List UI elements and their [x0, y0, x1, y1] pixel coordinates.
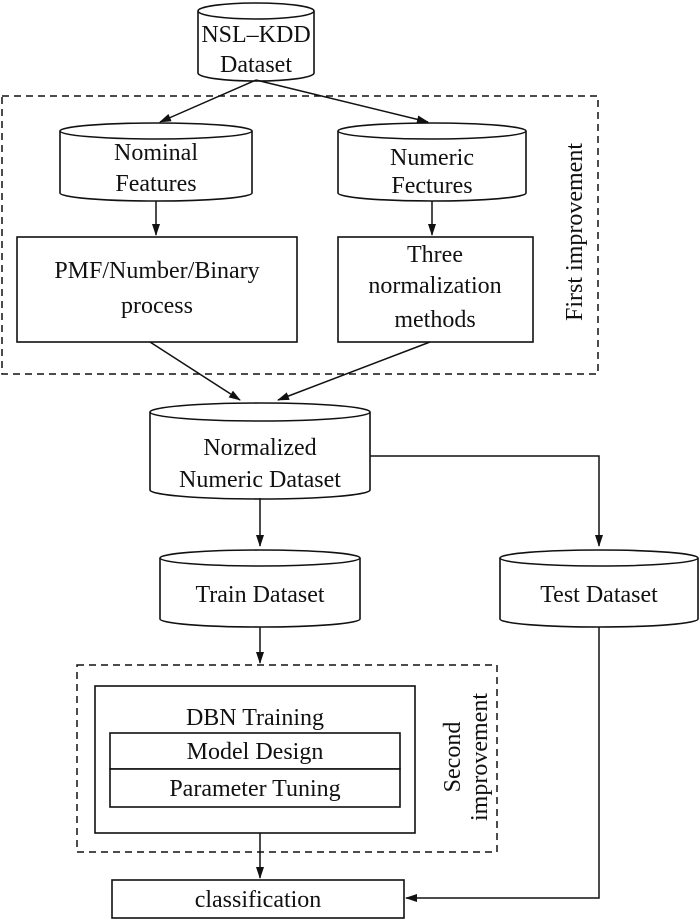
pmf-label-line1: PMF/Number/Binary [54, 258, 259, 284]
numeric-label-line1: Numeric [390, 145, 474, 171]
numeric-label-line2: Fectures [391, 173, 472, 199]
nominal-features-node: Nominal Features [59, 122, 253, 202]
edge-normalized-to-test [370, 455, 603, 547]
train-label: Train Dataset [195, 582, 324, 608]
normalized-dataset-node: Normalized Numeric Dataset [149, 402, 371, 500]
test-dataset-node: Test Dataset [499, 549, 699, 628]
normalization-methods-node: Three normalization methods [337, 236, 534, 343]
nsl-kdd-label-line2: Dataset [220, 52, 292, 78]
dbn-training-node: DBN Training Model Design Parameter Tuni… [94, 685, 416, 834]
second-improvement-label-line2: improvement [467, 693, 493, 821]
edge-pmf-to-normalized [149, 341, 241, 401]
edge-normalization-to-normalized [277, 341, 431, 401]
model-design-box [109, 732, 401, 770]
pmf-process-node: PMF/Number/Binary process [16, 236, 298, 343]
second-improvement-group [76, 664, 498, 853]
nsl-kdd-dataset-node: NSL–KDD Dataset [197, 2, 315, 82]
first-improvement-group [1, 95, 599, 375]
normalization-label-line2: normalization [368, 273, 501, 299]
numeric-features-node: Numeric Fectures [337, 122, 527, 202]
pmf-label-line2: process [121, 293, 193, 319]
dbn-training-label: DBN Training [186, 705, 324, 731]
normalization-label-line3: methods [394, 307, 475, 333]
model-design-label: Model Design [187, 739, 324, 765]
normalization-label-line1: Three [407, 242, 463, 268]
test-label: Test Dataset [540, 582, 658, 608]
classification-node: classification [111, 879, 405, 919]
second-improvement-label-line1: Second [440, 722, 466, 793]
edge-test-to-classification [405, 627, 600, 902]
parameter-tuning-label: Parameter Tuning [169, 776, 340, 802]
parameter-tuning-box [109, 768, 401, 808]
normalized-label-line1: Normalized [203, 435, 316, 461]
nsl-kdd-label-line1: NSL–KDD [201, 22, 310, 48]
classification-label: classification [195, 887, 322, 913]
edge-nsl-to-numeric [255, 79, 429, 124]
normalized-label-line2: Numeric Dataset [179, 467, 341, 493]
first-improvement-label: First improvement [562, 143, 588, 321]
edge-nsl-to-nominal [159, 79, 257, 123]
nominal-label-line1: Nominal [114, 140, 198, 166]
nominal-label-line2: Features [115, 171, 196, 197]
train-dataset-node: Train Dataset [159, 549, 361, 628]
